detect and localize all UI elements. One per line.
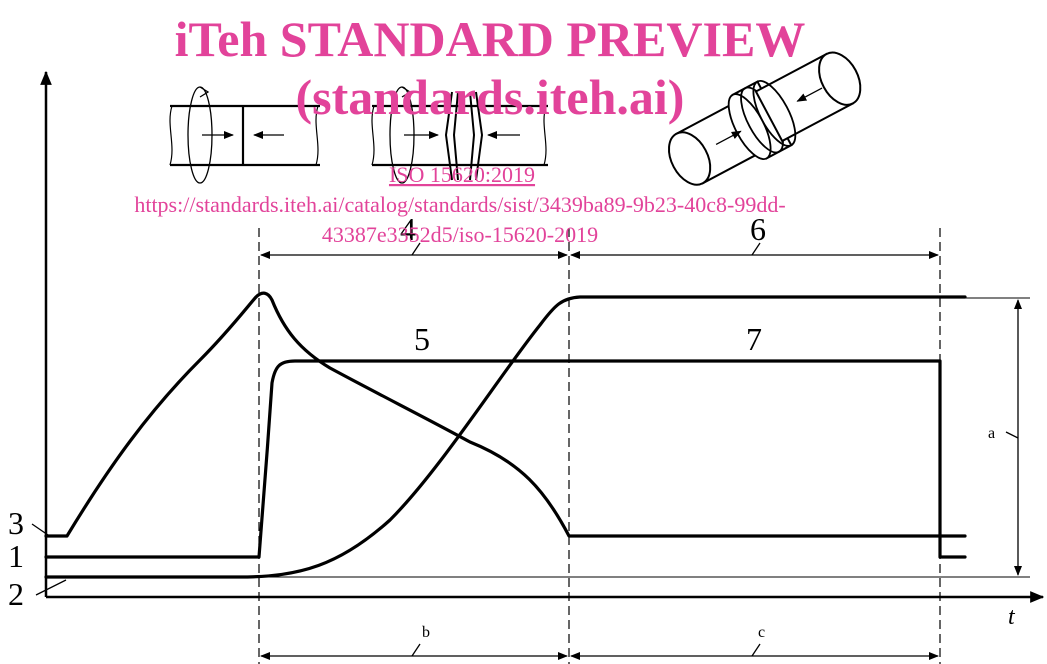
pictogram-cylinder: [667, 51, 862, 186]
watermark-url-line2[interactable]: 43387e3352d5/iso-15620-2019: [322, 222, 598, 247]
leader-2: [35, 579, 67, 596]
label-b: b: [422, 624, 430, 641]
bottom-dimensions: [260, 643, 939, 660]
watermark-title: iTeh STANDARD PREVIEW: [175, 11, 806, 67]
top-dimensions: [260, 242, 939, 259]
pictogram-flash: [371, 86, 548, 184]
watermark-iso-link[interactable]: ISO 15620:2019: [389, 162, 535, 187]
phase-boundaries: [258, 228, 941, 664]
leader-3: [31, 523, 49, 536]
leader-a: [1005, 431, 1019, 439]
label-3: 3: [8, 505, 24, 541]
watermark-site: (standards.iteh.ai): [296, 69, 685, 125]
label-6: 6: [750, 211, 766, 247]
watermark: iTeh STANDARD PREVIEW (standards.iteh.ai…: [134, 11, 805, 247]
watermark-url-line1[interactable]: https://standards.iteh.ai/catalog/standa…: [134, 192, 785, 217]
curve-1: [44, 359, 967, 559]
label-5: 5: [414, 321, 430, 357]
label-2: 2: [8, 576, 24, 612]
pictogram-rotation: [169, 86, 320, 184]
label-c: c: [758, 624, 765, 641]
leader-4: [411, 242, 421, 256]
label-a: a: [988, 425, 995, 442]
label-4: 4: [400, 211, 416, 247]
curve-2: [44, 295, 967, 579]
leader-c: [751, 643, 761, 657]
curve-3: [44, 291, 967, 538]
label-1: 1: [8, 538, 24, 574]
leader-6: [751, 242, 761, 256]
label-7: 7: [746, 321, 762, 357]
label-t: t: [1008, 604, 1016, 630]
axes: [40, 70, 1045, 603]
leader-b: [411, 643, 421, 657]
left-leaders: [31, 523, 67, 596]
dimension-a: [940, 297, 1030, 576]
